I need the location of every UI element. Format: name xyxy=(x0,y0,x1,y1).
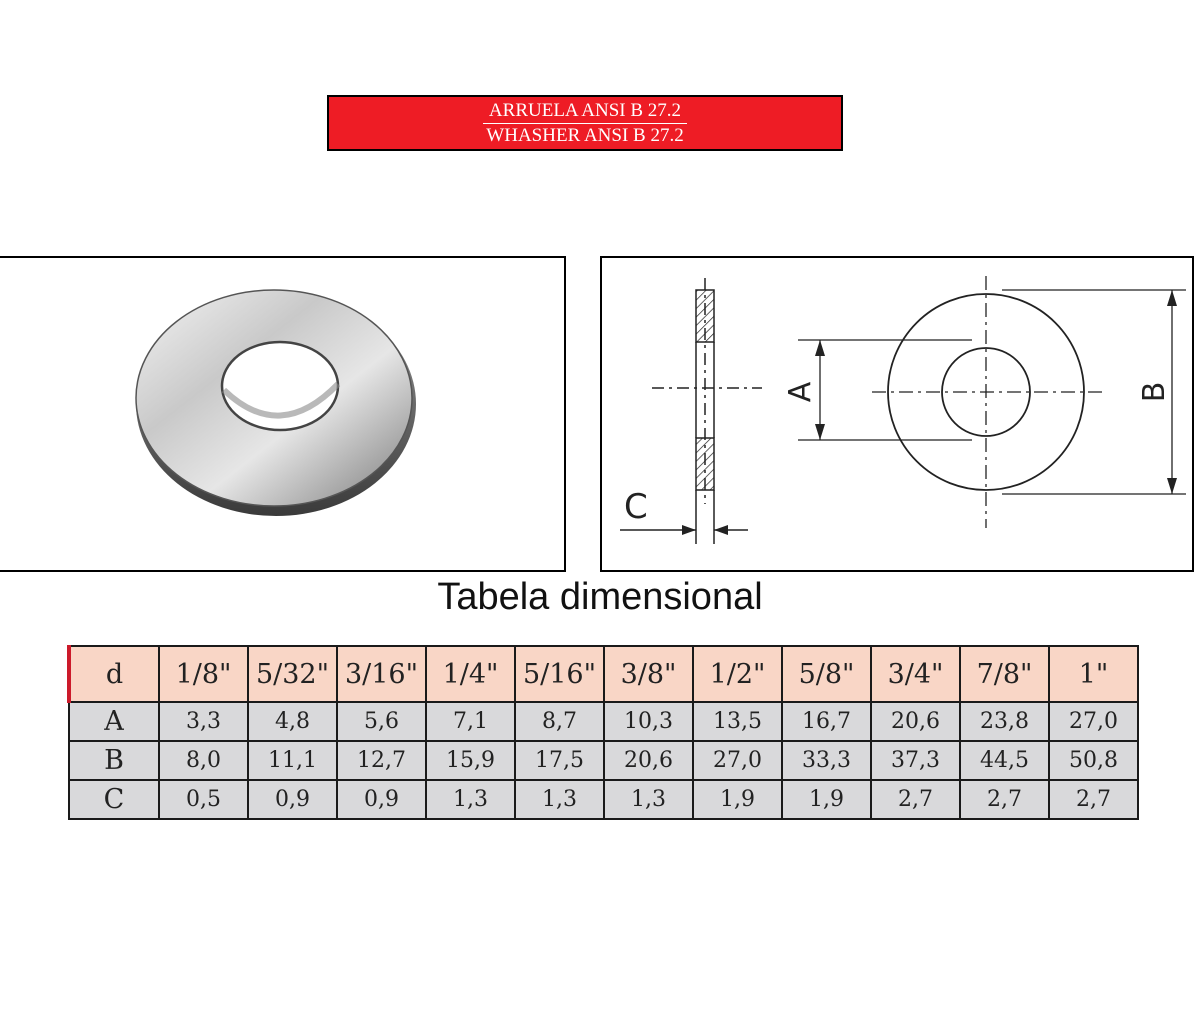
table-cell: 50,8 xyxy=(1048,740,1139,781)
row-label: B xyxy=(68,740,160,781)
table-cell: 2,7 xyxy=(959,779,1050,820)
table-cell: 37,3 xyxy=(870,740,961,781)
table-cell: 15,9 xyxy=(425,740,516,781)
drawing-label-b: B xyxy=(1137,382,1172,403)
table-cell: 8,7 xyxy=(514,701,605,742)
drawing-label-c: C xyxy=(624,487,648,527)
technical-drawing: C A B xyxy=(620,276,1186,544)
table-cell: 3/8" xyxy=(603,645,694,703)
row-label: A xyxy=(68,701,160,742)
table-cell: 27,0 xyxy=(1048,701,1139,742)
table-caption: Tabela dimensional xyxy=(437,576,763,618)
drawing-label-a: A xyxy=(783,381,818,402)
washer-photo xyxy=(135,289,416,516)
table-cell: 2,7 xyxy=(870,779,961,820)
table-cell: 5,6 xyxy=(336,701,427,742)
table-cell: 1,9 xyxy=(781,779,872,820)
title-banner: ARRUELA ANSI B 27.2 WHASHER ANSI B 27.2 xyxy=(327,95,843,151)
table-cell: 4,8 xyxy=(247,701,338,742)
table-cell: 8,0 xyxy=(158,740,249,781)
table-cell: 7/8" xyxy=(959,645,1050,703)
front-view xyxy=(798,276,1186,528)
table-cell: 44,5 xyxy=(959,740,1050,781)
table-cell: 5/32" xyxy=(247,645,338,703)
table-cell: 3/16" xyxy=(336,645,427,703)
technical-drawing-frame: C A B xyxy=(600,256,1194,572)
table-cell: 3/4" xyxy=(870,645,961,703)
table-cell: 1,9 xyxy=(692,779,783,820)
table-cell: 16,7 xyxy=(781,701,872,742)
table-cell: 1/8" xyxy=(158,645,249,703)
table-cell: 1,3 xyxy=(603,779,694,820)
table-cell: 11,1 xyxy=(247,740,338,781)
table-cell: 2,7 xyxy=(1048,779,1139,820)
table-cell: 17,5 xyxy=(514,740,605,781)
table-cell: 0,9 xyxy=(247,779,338,820)
table-cell: 13,5 xyxy=(692,701,783,742)
table-cell: 5/8" xyxy=(781,645,872,703)
table-cell: 1,3 xyxy=(514,779,605,820)
table-cell: 0,5 xyxy=(158,779,249,820)
table-cell: 33,3 xyxy=(781,740,872,781)
table-cell: 23,8 xyxy=(959,701,1050,742)
table-cell: 20,6 xyxy=(870,701,961,742)
row-label: C xyxy=(68,779,160,820)
washer-photo-frame xyxy=(0,256,566,572)
table-cell: 12,7 xyxy=(336,740,427,781)
table-cell: 10,3 xyxy=(603,701,694,742)
table-cell: 1/4" xyxy=(425,645,516,703)
title-english: WHASHER ANSI B 27.2 xyxy=(486,124,684,146)
table-cell: 1" xyxy=(1048,645,1139,703)
table-cell: 1/2" xyxy=(692,645,783,703)
table-cell: 27,0 xyxy=(692,740,783,781)
row-label: d xyxy=(67,645,160,703)
table-cell: 7,1 xyxy=(425,701,516,742)
table-cell: 1,3 xyxy=(425,779,516,820)
table-cell: 5/16" xyxy=(514,645,605,703)
side-view xyxy=(620,278,762,544)
table-cell: 20,6 xyxy=(603,740,694,781)
title-portuguese: ARRUELA ANSI B 27.2 xyxy=(482,100,688,124)
table-cell: 0,9 xyxy=(336,779,427,820)
table-cell: 3,3 xyxy=(158,701,249,742)
